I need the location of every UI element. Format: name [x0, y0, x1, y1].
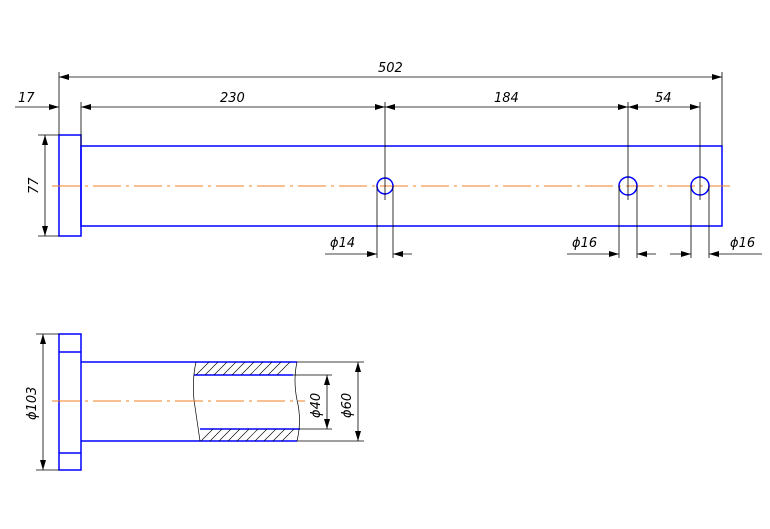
hatch-line	[272, 428, 286, 442]
hatch-line	[281, 428, 295, 442]
dim-hole3-label: ϕ16	[730, 236, 755, 251]
dim-77-label: 77	[27, 177, 42, 194]
dim-54-label: 54	[655, 91, 672, 106]
dim-184-label: 184	[494, 91, 519, 106]
hatch-line	[276, 361, 291, 376]
hatch-line	[263, 428, 277, 442]
hatch-line	[240, 361, 255, 376]
hatch-line	[222, 361, 237, 376]
dim-hole2-label: ϕ16	[572, 236, 597, 251]
hatch-line	[231, 361, 246, 376]
hatch-line	[245, 428, 259, 442]
hatch-line	[218, 428, 232, 442]
hatch-line	[236, 428, 250, 442]
hatch-line	[213, 361, 228, 376]
dim-flange-label: 17	[18, 91, 35, 106]
break-line-right	[294, 361, 300, 442]
top-view: 502 17 230 184 54 77 ϕ14 ϕ16 ϕ16	[15, 61, 762, 258]
hatch-line	[249, 361, 264, 376]
break-line-left	[192, 361, 201, 442]
section-view: ϕ103 ϕ40 ϕ60	[25, 333, 364, 471]
hatch-line	[204, 361, 219, 376]
hatch-line	[258, 361, 273, 376]
hatching	[195, 361, 295, 442]
dim-phi40-label: ϕ40	[309, 393, 324, 418]
dim-phi103-label: ϕ103	[25, 387, 40, 420]
hatch-line	[209, 428, 223, 442]
dim-hole1-label: ϕ14	[330, 236, 355, 251]
hatch-line	[254, 428, 268, 442]
dim-overall-label: 502	[378, 61, 403, 76]
hatch-line	[200, 428, 214, 442]
flange-section	[58, 333, 82, 471]
hatch-line	[195, 361, 210, 376]
hatch-line	[227, 428, 241, 442]
hatch-line	[267, 361, 282, 376]
dim-230-label: 230	[220, 91, 245, 106]
dim-phi60-label: ϕ60	[340, 393, 355, 418]
